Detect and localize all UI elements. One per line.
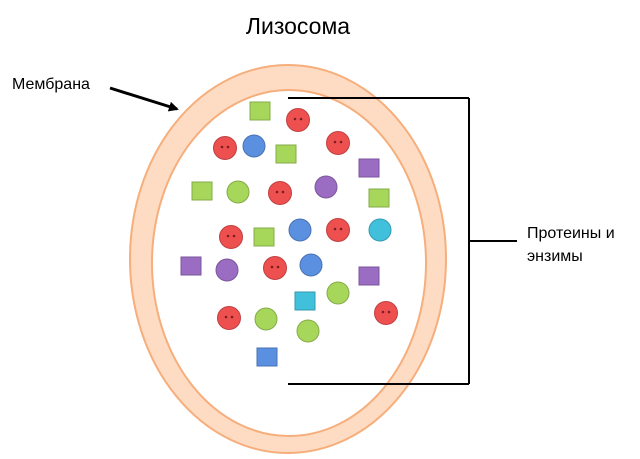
green-circle-molecule (296, 319, 320, 343)
red-face-molecule (326, 131, 350, 155)
red-face-molecule (326, 218, 350, 242)
red-face-molecule (219, 225, 243, 249)
lysosome-interior (151, 89, 427, 437)
red-face-molecule (213, 136, 237, 160)
membrane-label: Мембрана (12, 76, 90, 93)
membrane-arrow (109, 86, 179, 112)
purple-square-molecule (180, 256, 202, 276)
green-square-molecule (368, 188, 390, 208)
red-face-molecule (263, 256, 287, 280)
red-face-molecule (217, 306, 241, 330)
green-square-molecule (275, 144, 297, 164)
blue-circle-molecule (288, 218, 312, 242)
blue-square-molecule (256, 347, 278, 367)
green-square-molecule (249, 101, 271, 121)
purple-square-molecule (358, 266, 380, 286)
red-face-molecule (374, 301, 398, 325)
purple-circle-molecule (314, 175, 338, 199)
red-face-molecule (268, 181, 292, 205)
cyan-square-molecule (294, 291, 316, 311)
purple-circle-molecule (215, 258, 239, 282)
green-circle-molecule (226, 180, 250, 204)
molecules-group (180, 101, 398, 367)
cyan-circle-molecule (368, 218, 392, 242)
diagram-title: Лизосома (246, 13, 350, 39)
green-square-molecule (253, 227, 275, 247)
blue-circle-molecule (242, 134, 266, 158)
green-square-molecule (191, 181, 213, 201)
proteins-label-line2: энзимы (527, 248, 583, 265)
proteins-label-line1: Протеины и (527, 225, 615, 242)
purple-square-molecule (358, 158, 380, 178)
red-face-molecule (286, 108, 310, 132)
proteins-bracket (288, 97, 517, 385)
green-circle-molecule (254, 307, 278, 331)
blue-circle-molecule (299, 253, 323, 277)
green-circle-molecule (326, 281, 350, 305)
